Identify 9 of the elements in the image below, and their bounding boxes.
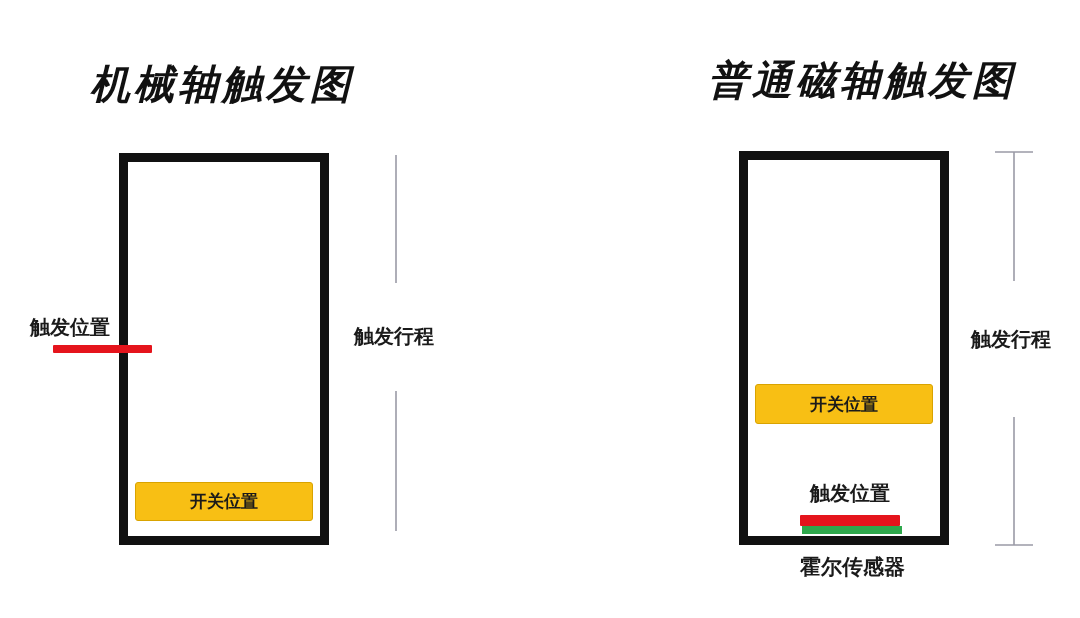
switch-position-block: 开关位置 [755, 384, 933, 424]
panel-title: 普通磁轴触发图 [708, 58, 1016, 102]
travel-label: 触发行程 [354, 323, 434, 349]
switch-position-block: 开关位置 [135, 482, 313, 521]
travel-label: 触发行程 [971, 326, 1051, 352]
trigger-point-label: 触发位置 [808, 480, 891, 506]
trigger-point-label: 触发位置 [30, 314, 111, 340]
sensor-label: 霍尔传感器 [798, 554, 906, 580]
panel-title: 机械轴触发图 [90, 62, 354, 106]
